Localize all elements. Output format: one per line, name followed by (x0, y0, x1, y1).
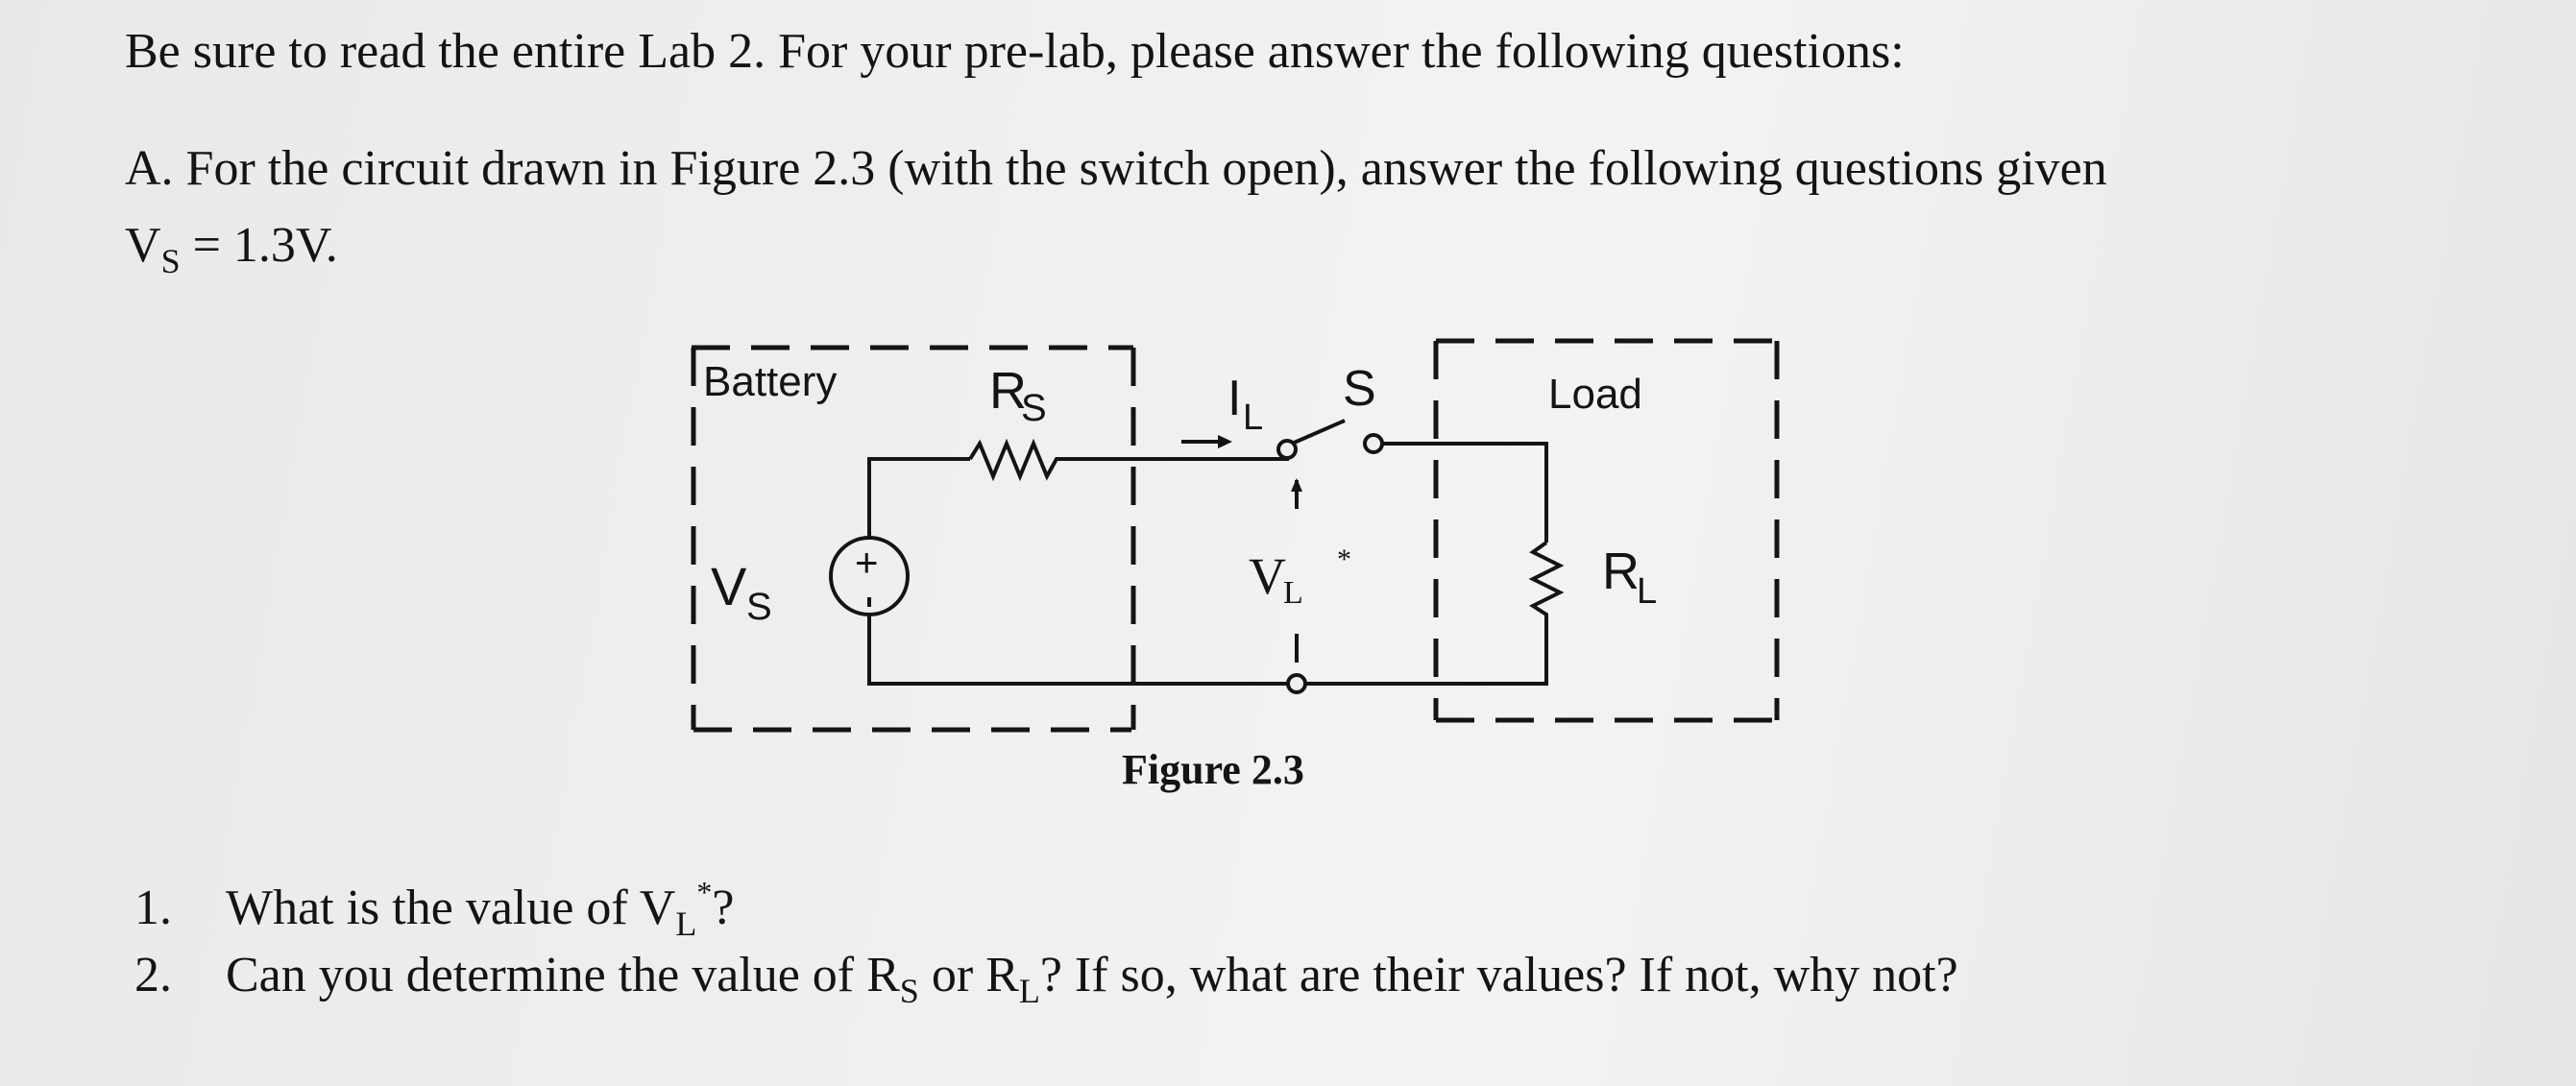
question-2-text-a: Can you determine the value of R (226, 948, 900, 1002)
vl-label-sup: * (1337, 543, 1351, 575)
current-arrowhead (1218, 435, 1232, 448)
vl-label: V (1249, 547, 1286, 605)
question-2-text-c: ? If so, what are their values? If not, … (1039, 948, 1958, 1002)
voltage-source (829, 536, 910, 616)
question-2-sub2: L (1018, 972, 1040, 1010)
rs-label: R (989, 362, 1027, 420)
question-2-text-b: or R (918, 948, 1019, 1002)
question-2: 2. Can you determine the value of RS or R… (134, 948, 1958, 1009)
part-a-question: A. For the circuit drawn in Figure 2.3 (… (125, 141, 2107, 196)
switch-terminal-left (1276, 439, 1298, 460)
question-1-text: What is the value of V (226, 881, 676, 935)
question-2-sub1: S (899, 972, 919, 1010)
vs-symbol: V (125, 218, 161, 273)
rs-label-sub: S (1021, 387, 1047, 429)
switch-label: S (1343, 361, 1376, 417)
vs-value: = 1.3V. (180, 218, 338, 273)
circuit-figure: Battery Load R S I L S V S + R L V L * F… (691, 338, 1780, 793)
il-label-sub: L (1243, 398, 1263, 438)
source-resistor (968, 438, 1064, 482)
switch-terminal-right (1363, 433, 1384, 454)
rl-label-sub: L (1637, 571, 1657, 612)
source-plus-sign: + (855, 540, 879, 585)
question-1-number: 1. (134, 881, 172, 935)
load-resistor (1528, 541, 1565, 622)
vl-label-sub: L (1283, 575, 1303, 611)
battery-box (691, 345, 1136, 733)
battery-label: Battery (703, 358, 837, 405)
vs-subscript: S (160, 242, 181, 280)
output-terminal (1286, 673, 1307, 694)
source-voltage-given: VS = 1.3V. (125, 218, 338, 279)
il-label: I (1227, 371, 1241, 426)
question-1: 1. What is the value of VL*? (134, 877, 735, 941)
vl-up-arrowhead (1291, 478, 1302, 492)
question-1-sup: * (696, 875, 713, 909)
question-2-number: 2. (134, 948, 172, 1002)
load-label: Load (1548, 371, 1642, 418)
question-1-end: ? (712, 881, 735, 935)
load-box (1433, 338, 1780, 723)
vs-figure-label-sub: S (746, 586, 772, 628)
intro-text: Be sure to read the entire Lab 2. For yo… (125, 24, 1905, 79)
switch-blade (1291, 419, 1346, 446)
figure-caption: Figure 2.3 (1122, 746, 1304, 793)
circuit-wires (867, 442, 1548, 686)
rl-label: R (1602, 543, 1640, 600)
vs-figure-label: V (711, 556, 747, 616)
question-1-sub: L (675, 905, 697, 943)
